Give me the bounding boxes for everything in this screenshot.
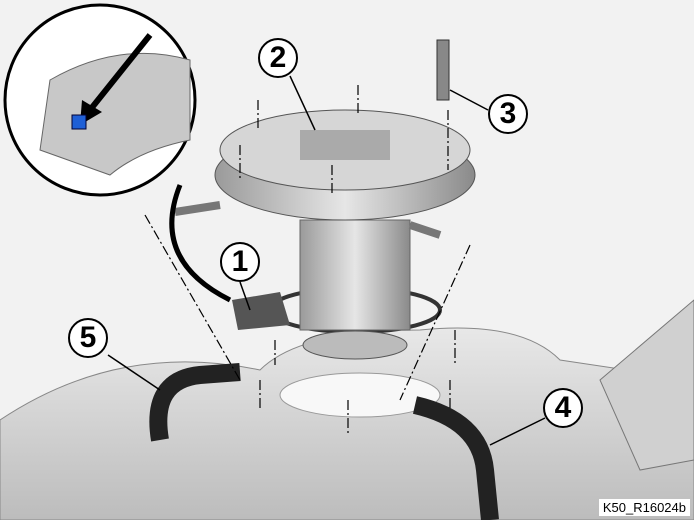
pump-base: [302, 330, 408, 360]
fuel-connector-left: [174, 201, 221, 216]
callout-3: 3: [488, 94, 528, 134]
callout-4: 4: [543, 388, 583, 428]
screw: [436, 39, 450, 101]
right-frame: [599, 299, 694, 471]
callout-2: 2: [258, 38, 298, 78]
leader-lines: [107, 75, 546, 446]
inset-ring-detail: [39, 52, 191, 176]
hose-4: [412, 396, 499, 520]
reference-code: K50_R16024b: [598, 499, 690, 516]
alignment-lines: [144, 85, 471, 435]
inset-arrow: [87, 33, 153, 112]
flange-center-plate: [300, 130, 390, 160]
pump-body: [299, 219, 411, 331]
hose-5: [149, 363, 241, 442]
fuel-connector-right: [408, 221, 442, 239]
connection-arrow: [169, 184, 232, 303]
callout-5: 5: [68, 318, 108, 358]
lock-ring-tab: [232, 292, 290, 330]
callout-1: 1: [220, 242, 260, 282]
tank-opening: [279, 372, 441, 418]
marker-tab: [71, 114, 87, 130]
